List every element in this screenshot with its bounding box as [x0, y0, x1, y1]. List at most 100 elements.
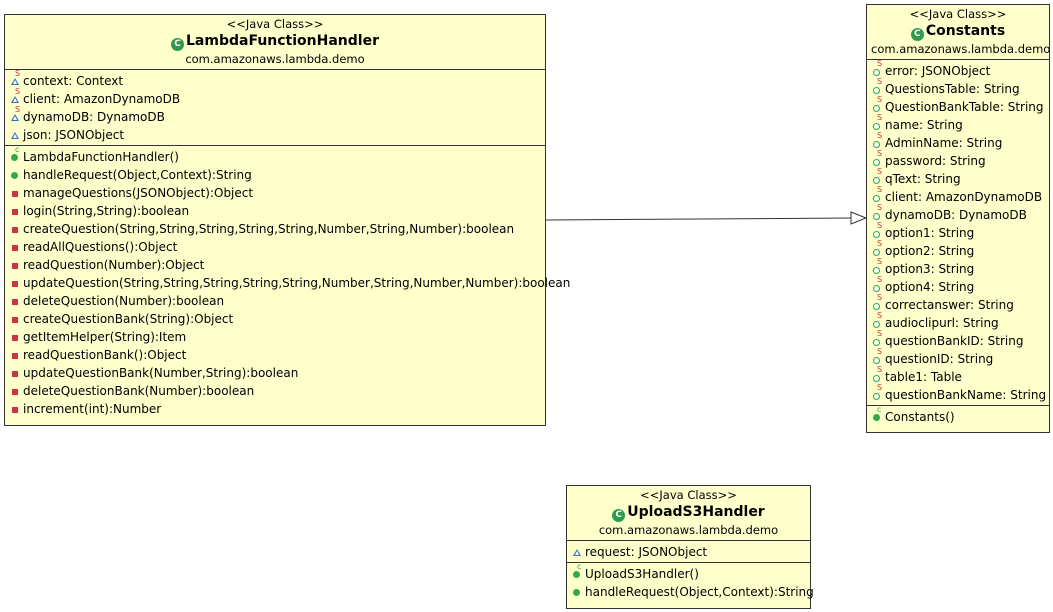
static-field-icon: S: [873, 204, 882, 220]
member-text: context: Context: [23, 74, 124, 88]
member-text: option3: String: [885, 262, 975, 276]
private-method-icon: [11, 238, 20, 251]
class-stereotype: <<Java Class>>: [909, 7, 1007, 21]
member-row[interactable]: request: JSONObject: [567, 543, 810, 561]
member-row[interactable]: readQuestion(Number):Object: [5, 256, 545, 274]
member-text: UploadS3Handler(): [585, 567, 699, 581]
member-row[interactable]: manageQuestions(JSONObject):Object: [5, 184, 545, 202]
member-row[interactable]: deleteQuestion(Number):boolean: [5, 292, 545, 310]
member-text: correctanswer: String: [885, 298, 1014, 312]
class-package: com.amazonaws.lambda.demo: [871, 42, 1051, 56]
constructor-icon: c: [573, 563, 582, 578]
member-row[interactable]: login(String,String):boolean: [5, 202, 545, 220]
member-text: readAllQuestions():Object: [23, 240, 178, 254]
member-text: dynamoDB: DynamoDB: [885, 208, 1027, 222]
member-text: login(String,String):boolean: [23, 204, 190, 218]
class-stereotype: <<Java Class>>: [226, 17, 324, 31]
member-text: deleteQuestionBank(Number):boolean: [23, 384, 255, 398]
static-field-icon: S: [873, 312, 882, 328]
member-row[interactable]: createQuestionBank(String):Object: [5, 310, 545, 328]
member-row[interactable]: readQuestionBank():Object: [5, 346, 545, 364]
member-row[interactable]: readAllQuestions():Object: [5, 238, 545, 256]
private-method-icon: [11, 292, 20, 305]
static-field-icon: S: [873, 258, 882, 274]
static-field-icon: S: [873, 132, 882, 148]
member-text: Constants(): [885, 410, 955, 424]
member-text: password: String: [885, 154, 986, 168]
member-row[interactable]: deleteQuestionBank(Number):boolean: [5, 382, 545, 400]
static-field-icon: S: [873, 384, 882, 400]
private-method-icon: [11, 328, 20, 341]
static-field-icon: S: [873, 78, 882, 94]
static-field-icon: S: [873, 60, 882, 76]
member-row[interactable]: updateQuestionBank(Number,String):boolea…: [5, 364, 545, 382]
class-package: com.amazonaws.lambda.demo: [185, 52, 365, 66]
arrow-head: [850, 211, 868, 225]
class-stereotype: <<Java Class>>: [640, 488, 737, 502]
member-text: name: String: [885, 118, 963, 132]
static-field-icon: S: [873, 114, 882, 130]
member-row[interactable]: json: JSONObject: [5, 126, 545, 144]
member-row[interactable]: updateQuestion(String,String,String,Stri…: [5, 274, 570, 292]
private-method-icon: [11, 346, 20, 359]
protected-static-triangle-icon: S: [11, 106, 20, 121]
member-text: increment(int):Number: [23, 402, 162, 416]
member-text: readQuestion(Number):Object: [23, 258, 205, 272]
constructor-icon: c: [873, 406, 882, 421]
member-text: AdminName: String: [885, 136, 1003, 150]
member-row[interactable]: handleRequest(Object,Context):String: [567, 583, 814, 601]
member-row[interactable]: increment(int):Number: [5, 400, 545, 418]
member-text: handleRequest(Object,Context):String: [585, 585, 814, 599]
member-text: manageQuestions(JSONObject):Object: [23, 186, 254, 200]
member-text: getItemHelper(String):Item: [23, 330, 187, 344]
public-method-icon: [573, 583, 582, 596]
protected-static-triangle-icon: S: [11, 88, 20, 103]
member-row[interactable]: getItemHelper(String):Item: [5, 328, 545, 346]
class-name: Constants: [925, 23, 1006, 39]
package-triangle-icon: [11, 126, 20, 139]
member-text: request: JSONObject: [585, 545, 708, 559]
member-text: qText: String: [885, 172, 961, 186]
protected-static-triangle-icon: S: [11, 70, 20, 85]
class-icon: C: [612, 509, 626, 522]
member-text: createQuestion(String,String,String,Stri…: [23, 222, 515, 236]
private-method-icon: [11, 220, 20, 233]
static-field-icon: S: [873, 168, 882, 184]
member-row[interactable]: handleRequest(Object,Context):String: [5, 166, 545, 184]
member-text: QuestionBankTable: String: [885, 100, 1044, 114]
member-row[interactable]: createQuestion(String,String,String,Stri…: [5, 220, 545, 238]
static-field-icon: S: [873, 330, 882, 346]
